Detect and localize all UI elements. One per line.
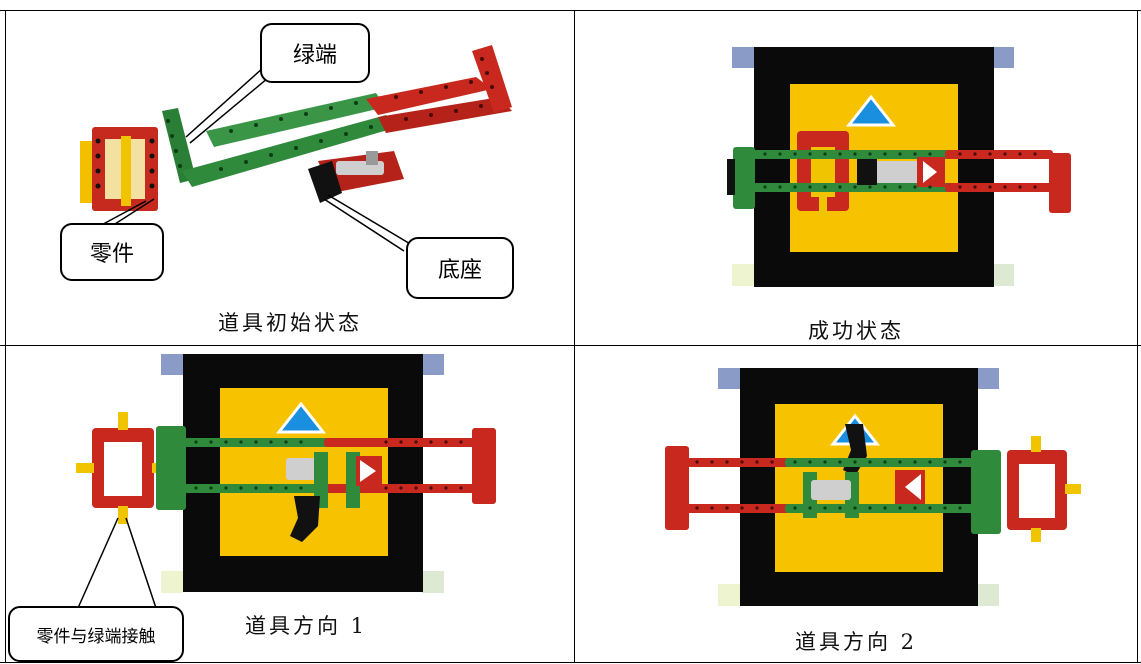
green-beam-upper (206, 93, 386, 147)
base-black-block (308, 161, 342, 203)
callout-green-end: 绿端 (260, 23, 370, 83)
callout-part: 零件 (60, 223, 164, 281)
table-border-left (5, 10, 6, 663)
cell-success-state: 成功状态 (575, 11, 1137, 345)
table-col-divider (574, 10, 575, 663)
success-illustration (727, 47, 1071, 287)
cell-orientation-2: 道具方向 2 (575, 346, 1137, 662)
orientation-1-illustration (76, 354, 496, 609)
cell-orientation-1: 零件与绿端接触 道具方向 1 (6, 346, 574, 662)
red-beam-lower (378, 97, 512, 133)
callout-base: 底座 (406, 237, 514, 299)
cell-initial-state: 绿端 零件 底座 道具初始状态 (6, 11, 574, 345)
table-border-bottom (0, 662, 1141, 663)
green-beam-lower (182, 115, 398, 187)
green-end-block (733, 147, 755, 209)
green-end-vertical (162, 108, 196, 183)
blue-arrow (845, 94, 897, 127)
red-end-vertical (472, 45, 512, 113)
caption-orientation-2: 道具方向 2 (794, 630, 918, 654)
caption-success-state: 成功状态 (808, 319, 904, 343)
table-row-divider (0, 345, 1141, 346)
caption-orientation-1: 道具方向 1 (244, 614, 368, 638)
caption-initial-state: 道具初始状态 (218, 311, 362, 335)
prop-initial-illustration (80, 45, 512, 252)
table-border-top (0, 10, 1141, 11)
red-beam-upper (366, 77, 492, 115)
table-border-right (1137, 10, 1138, 663)
callout-contact: 零件与绿端接触 (8, 606, 184, 662)
red-end-block (1049, 153, 1071, 213)
orientation-2-illustration (665, 368, 1081, 606)
